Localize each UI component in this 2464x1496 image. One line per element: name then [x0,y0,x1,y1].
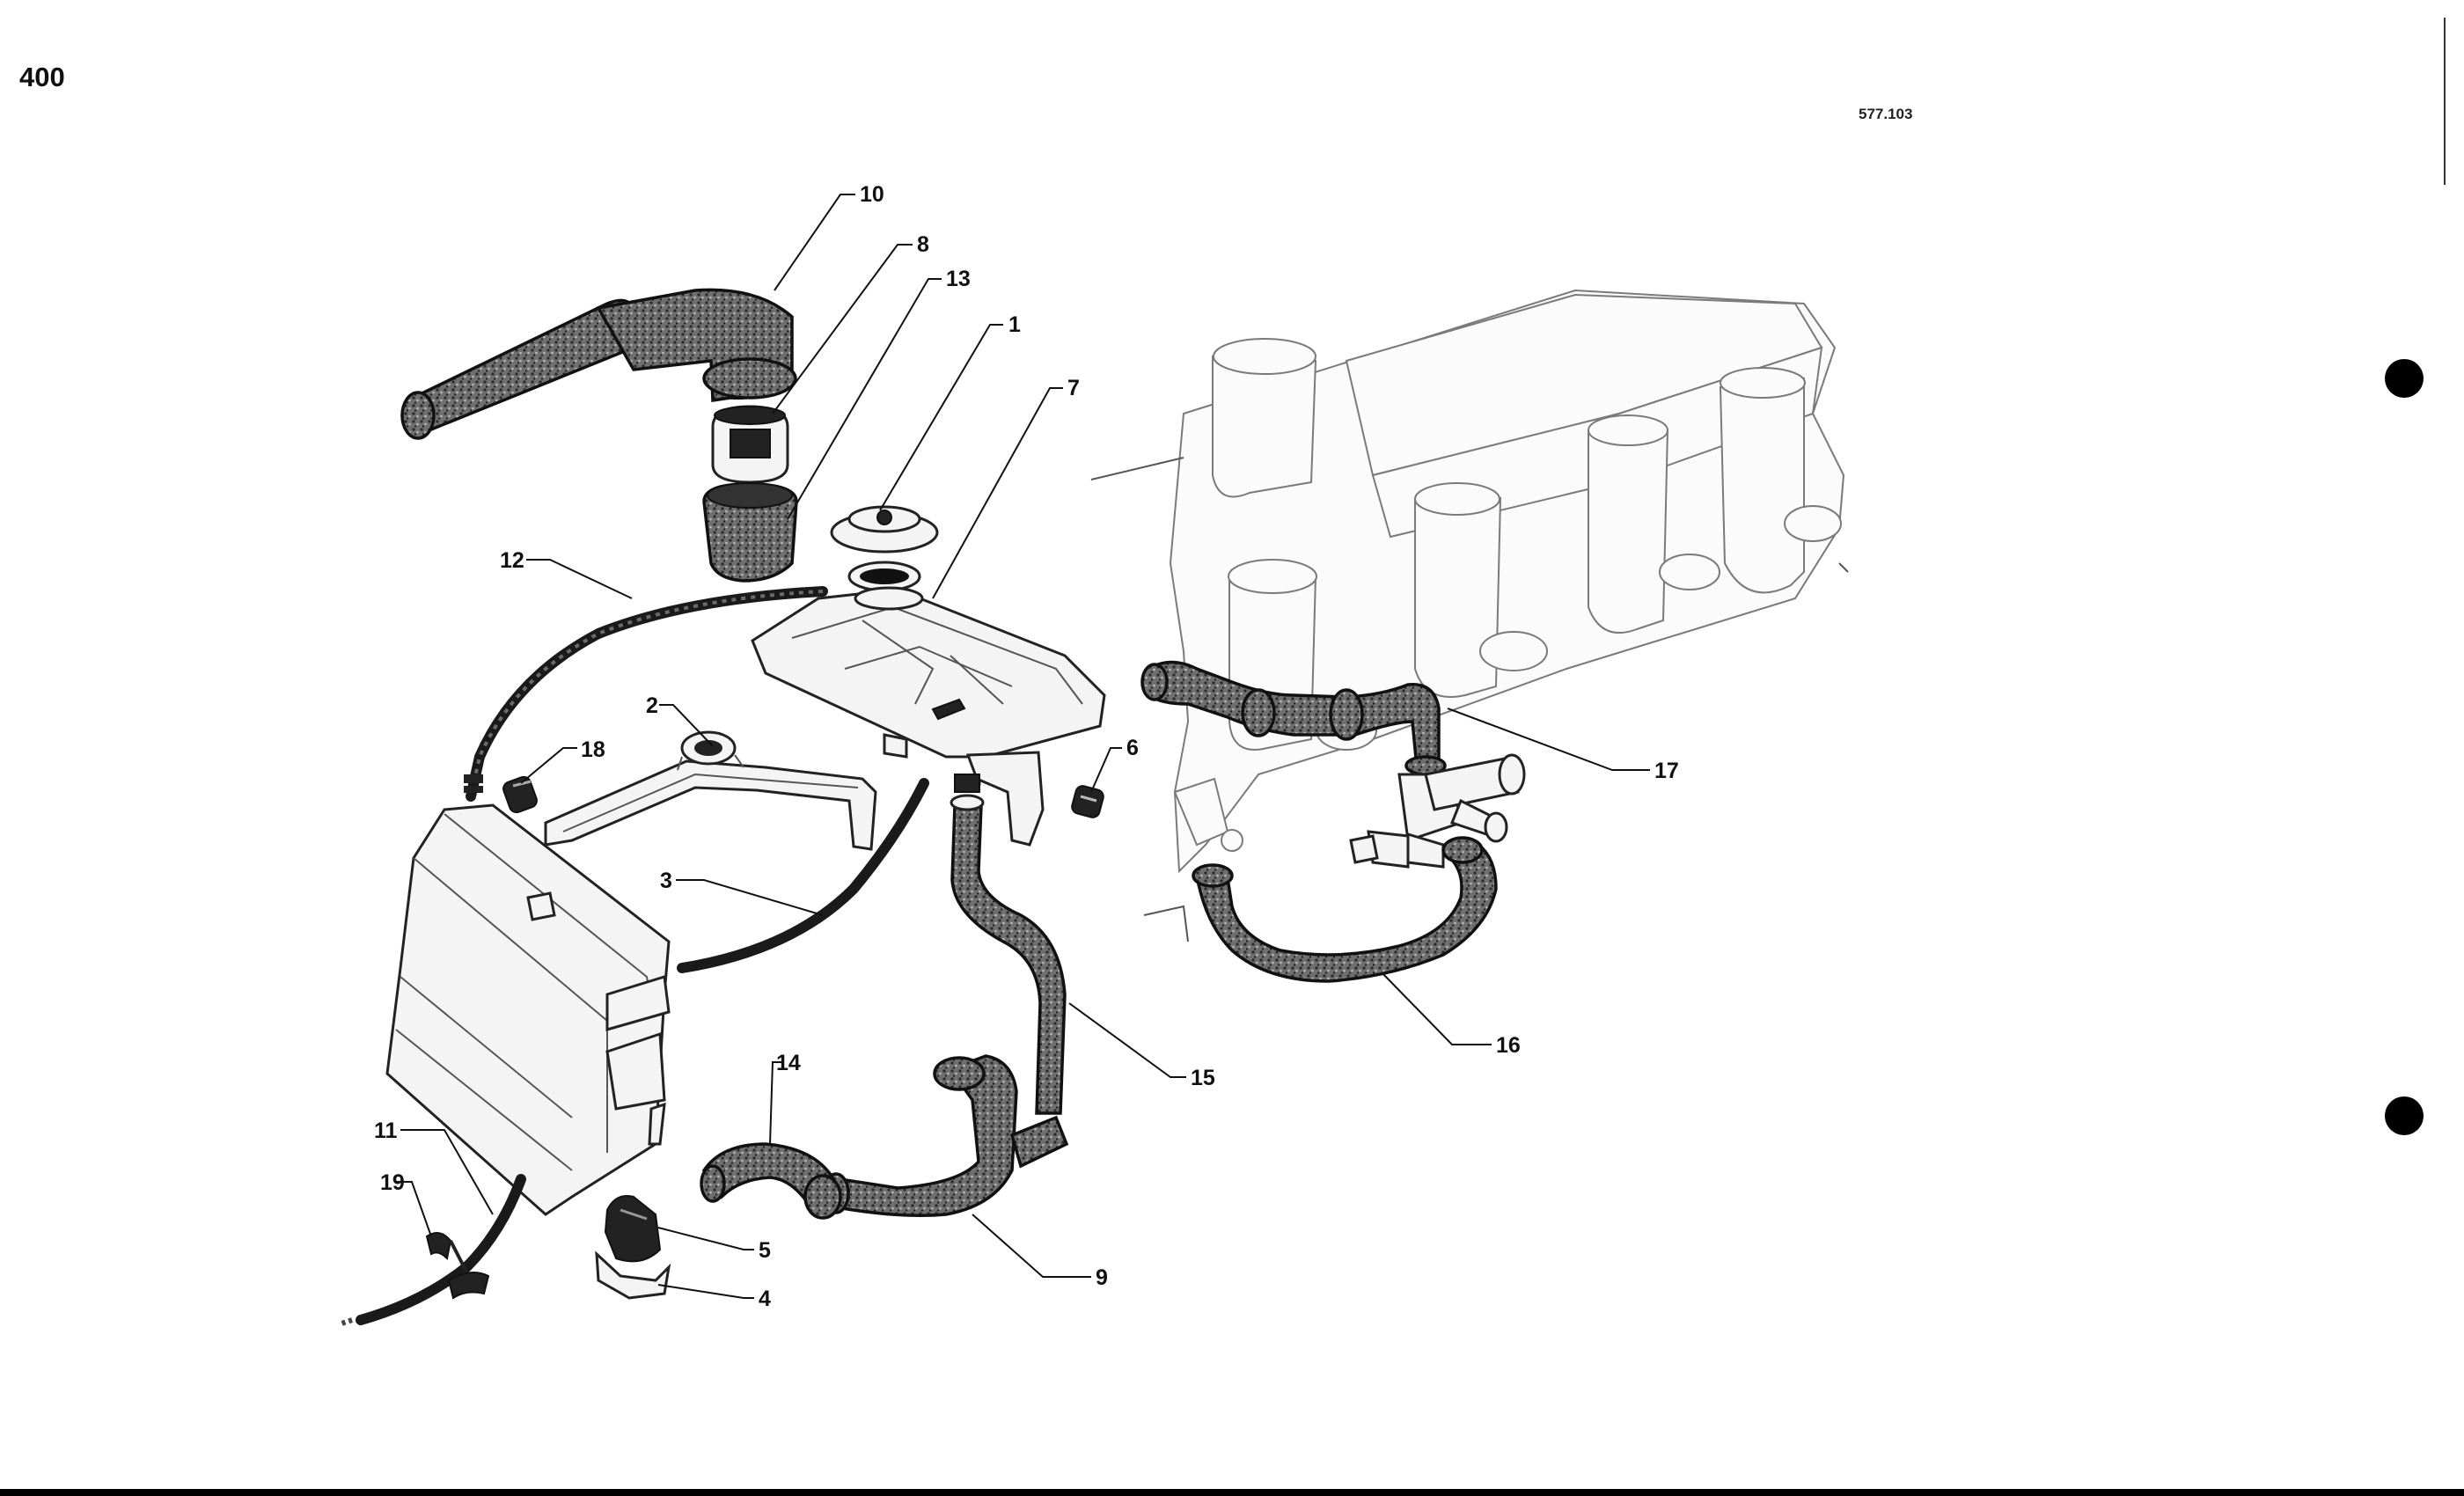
callout-19: 19 [380,1170,405,1195]
radiator [385,803,671,1216]
page-number: 400 [19,62,65,92]
part-11-overflow-hose [356,1174,526,1325]
callout-15: 15 [1191,1066,1215,1090]
part-13-connector [702,482,798,583]
part-16-bypass-hose [1192,836,1498,983]
part-19-clip [425,1232,490,1300]
callout-4: 4 [759,1287,771,1311]
callout-13: 13 [946,267,971,291]
callout-7: 7 [1067,376,1080,400]
callout-17: 17 [1654,759,1679,783]
part-8-ring [711,405,789,484]
part-17-heater-hose [1140,660,1447,776]
binder-hole-top [2385,359,2424,398]
part-2-bracket [544,730,877,851]
callout-14: 14 [776,1051,801,1075]
callout-leaders [396,194,1650,1299]
part-9-lower-hose [822,1054,1069,1217]
coolant-tee-fittings [1349,753,1526,869]
callout-5: 5 [759,1238,771,1263]
bottom-rule [0,1489,2464,1496]
callout-10: 10 [860,182,884,207]
callout-labels: 10 8 13 1 7 12 2 18 6 3 15 17 16 14 11 1… [374,182,1679,1311]
callout-3: 3 [660,869,672,893]
part-18-clip [502,775,538,814]
callout-11: 11 [374,1118,398,1143]
callout-1: 1 [1008,312,1021,337]
part-15-hose [950,803,1067,1115]
callout-2: 2 [646,693,658,718]
callout-16: 16 [1496,1033,1521,1058]
drawing-reference: 577.103 [1859,106,1913,122]
callout-8: 8 [917,232,929,257]
part-14-elbow-hose [700,1142,842,1220]
callout-9: 9 [1096,1265,1108,1290]
callout-18: 18 [581,737,605,762]
part-4-mount-base [595,1250,671,1300]
part-6-grommet [1071,785,1104,818]
part-1-filler-cap [830,505,939,592]
part-5-rubber-mount [604,1195,662,1263]
part-10-upper-radiator-hose [400,288,797,440]
callout-12: 12 [500,548,524,573]
part-7-expansion-tank [751,586,1106,847]
part-12-hose-end [464,774,483,793]
part-3-hose [677,778,929,973]
binder-hole-bottom [2385,1096,2424,1135]
engine-manifold-outline [1090,289,1849,942]
callout-6: 6 [1126,736,1139,760]
